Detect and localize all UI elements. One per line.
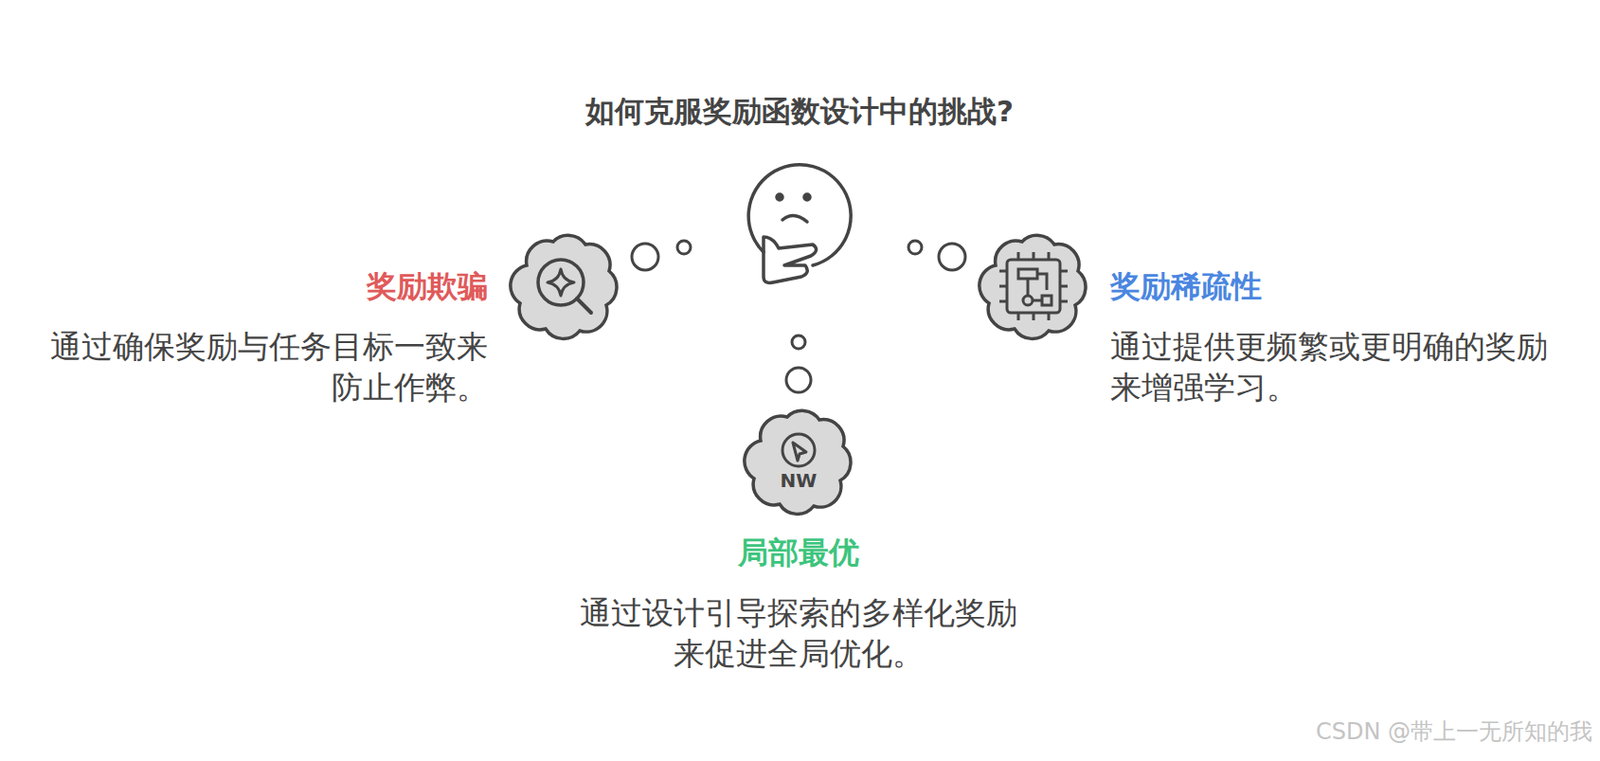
cloud-icon (510, 234, 617, 339)
item-description: 通过确保奖励与任务目标一致来防止作弊。 (42, 325, 488, 408)
item-heading: 奖励欺骗 (42, 267, 488, 306)
thinking-face (748, 164, 851, 284)
item-heading: 局部最优 (575, 533, 1022, 572)
item-heading: 奖励稀疏性 (1110, 267, 1556, 306)
challenge-item: 奖励欺骗通过确保奖励与任务目标一致来防止作弊。 (42, 267, 488, 408)
compass-label: NW (780, 468, 818, 492)
thought-dots (631, 240, 966, 393)
cloud-icon (744, 410, 851, 514)
challenge-item: 局部最优通过设计引导探索的多样化奖励来促进全局优化。 (575, 533, 1022, 674)
item-description: 通过提供更频繁或更明确的奖励来增强学习。 (1110, 325, 1556, 408)
item-description: 通过设计引导探索的多样化奖励来促进全局优化。 (575, 592, 1022, 674)
watermark: CSDN @带上一无所知的我 (1315, 716, 1593, 747)
challenge-item: 奖励稀疏性通过提供更频繁或更明确的奖励来增强学习。 (1110, 267, 1556, 408)
cloud-icon (979, 234, 1086, 339)
diagram-title: 如何克服奖励函数设计中的挑战? (585, 91, 1014, 132)
